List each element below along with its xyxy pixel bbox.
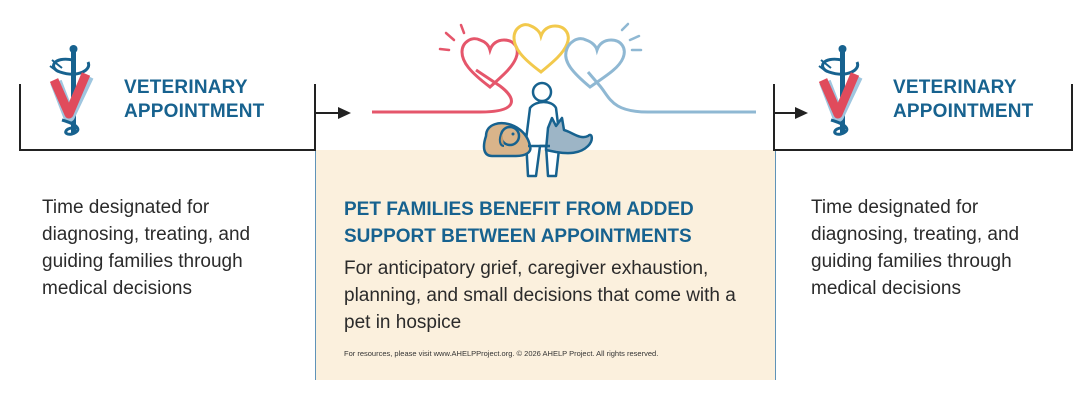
arrow-right-icon <box>316 107 351 119</box>
right-appointment-description: Time designated for diagnosing, treating… <box>811 197 1020 299</box>
red-heart-icon <box>460 37 519 89</box>
left-appointment-title: VETERINARY APPOINTMENT <box>124 76 264 124</box>
left-appointment-description: Time designated for diagnosing, treating… <box>42 197 251 299</box>
person-with-dog-and-cat-icon <box>482 81 593 178</box>
red-support-line <box>372 68 513 114</box>
sparkle-icon <box>438 23 466 52</box>
center-highlight-panel <box>315 150 776 380</box>
heading-line: SUPPORT BETWEEN APPOINTMENTS <box>344 226 692 247</box>
title-line: APPOINTMENT <box>124 101 265 122</box>
title-line: VETERINARY <box>124 77 248 98</box>
veterinary-caduceus-icon <box>49 45 94 136</box>
blue-heart-icon <box>564 37 626 89</box>
center-body-text: For anticipatory grief, caregiver exhaus… <box>344 258 736 333</box>
blue-support-line <box>586 71 756 114</box>
center-heading: PET FAMILIES BENEFIT FROM ADDED SUPPORT … <box>344 196 764 250</box>
right-appointment-title: VETERINARY APPOINTMENT <box>893 76 1033 124</box>
veterinary-caduceus-icon <box>818 45 863 136</box>
left-appointment-bracket <box>19 84 316 151</box>
title-line: VETERINARY <box>893 77 1017 98</box>
arrow-right-icon <box>775 107 808 119</box>
right-appointment-bracket <box>773 84 1073 151</box>
resources-footnote: For resources, please visit www.AHELPPro… <box>344 349 659 358</box>
title-line: APPOINTMENT <box>893 101 1034 122</box>
yellow-heart-icon <box>512 23 570 74</box>
heading-line: PET FAMILIES BENEFIT FROM ADDED <box>344 199 694 220</box>
sparkle-icon <box>620 22 643 52</box>
